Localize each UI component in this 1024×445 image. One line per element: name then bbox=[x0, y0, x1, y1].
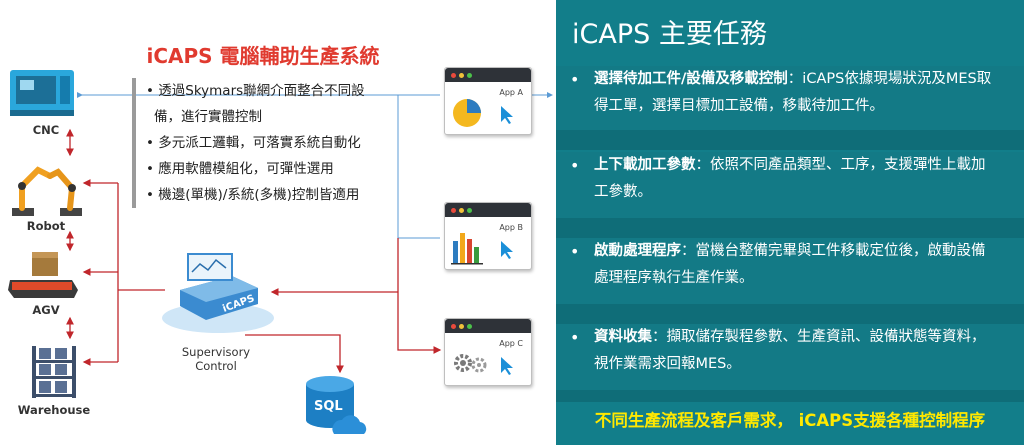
bullet-dot: • bbox=[570, 328, 580, 347]
cursor-icon bbox=[501, 241, 513, 259]
pie-chart-icon bbox=[453, 99, 481, 127]
task-item: • 資料收集：擷取儲存製程參數、生產資訊、設備狀態等資料，視作業需求回報MES。 bbox=[556, 324, 1024, 390]
task-body: ：當機台整備完畢與工件移載定位後，啟動設備處理程序執行生產作業。 bbox=[594, 243, 986, 286]
robot-arm-icon bbox=[12, 166, 82, 216]
panel-footer: 不同生產流程及客戶需求， iCAPS支援各種控制程序 bbox=[556, 402, 1024, 445]
agv-icon bbox=[8, 252, 78, 298]
panel-title: iCAPS 主要任務 bbox=[572, 19, 767, 50]
app-window-b[interactable]: App B bbox=[444, 202, 532, 270]
device-label-robot: Robot bbox=[26, 219, 66, 233]
device-label-agv: AGV bbox=[32, 303, 60, 317]
bullet-dot: • bbox=[570, 70, 580, 89]
gear-icon bbox=[454, 354, 487, 373]
panel-divider bbox=[556, 130, 1024, 150]
task-body: ：iCAPS依據現場狀況及MES取得工單，選擇目標加工設備，移載待加工件。 bbox=[594, 71, 992, 114]
cnc-machine-icon bbox=[10, 70, 74, 116]
task-item: • 上下載加工參數：依照不同產品類型、工序，支援彈性上載加工參數。 bbox=[556, 152, 1024, 218]
task-body: ：擷取儲存製程參數、生產資訊、設備狀態等資料，視作業需求回報MES。 bbox=[594, 329, 986, 372]
task-item: • 選擇待加工件/設備及移載控制：iCAPS依據現場狀況及MES取得工單，選擇目… bbox=[556, 66, 1024, 130]
panel-divider bbox=[556, 218, 1024, 238]
feature-bullet: • 多元派工邏輯，可落實系統自動化 bbox=[146, 135, 361, 151]
device-label-warehouse: Warehouse bbox=[17, 403, 91, 417]
feature-bullets: • 透過Skymars聯網介面整合不同設 備，進行實體控制 • 多元派工邏輯，可… bbox=[132, 78, 421, 208]
feature-bullet: 備，進行實體控制 bbox=[154, 109, 262, 125]
panel-divider bbox=[556, 304, 1024, 324]
app-window-c[interactable]: App C bbox=[444, 318, 532, 386]
supervisory-label-line2: Control bbox=[195, 359, 237, 373]
supervisory-label-line1: Supervisory bbox=[181, 345, 251, 359]
cursor-icon bbox=[501, 357, 513, 375]
app-name-b: App B bbox=[499, 223, 523, 232]
supervisory-label: Supervisory Control bbox=[166, 345, 266, 373]
task-body: ：依照不同產品類型、工序，支援彈性上載加工參數。 bbox=[594, 157, 986, 200]
app-name-c: App C bbox=[499, 339, 523, 348]
sql-label: SQL bbox=[314, 399, 343, 414]
sql-database-icon: SQL bbox=[306, 376, 367, 434]
feature-bullet: • 機邊(單機)/系統(多機)控制皆適用 bbox=[146, 187, 360, 203]
diagram-title: iCAPS 電腦輔助生產系統 bbox=[146, 44, 380, 68]
supervisory-controller-icon: iCAPS bbox=[162, 253, 274, 333]
task-heading: 上下載加工參數 bbox=[594, 157, 696, 173]
app-name-a: App A bbox=[499, 88, 523, 97]
panel-divider bbox=[556, 390, 1024, 402]
warehouse-rack-icon bbox=[32, 346, 76, 398]
task-heading: 選擇待加工件/設備及移載控制 bbox=[594, 71, 788, 87]
task-heading: 資料收集 bbox=[594, 329, 652, 345]
feature-bullet: • 應用軟體模組化，可彈性選用 bbox=[146, 161, 334, 177]
bullet-dot: • bbox=[570, 242, 580, 261]
device-label-cnc: CNC bbox=[32, 123, 60, 137]
bullet-dot: • bbox=[570, 156, 580, 175]
feature-bullet: • 透過Skymars聯網介面整合不同設 bbox=[146, 83, 365, 99]
bar-chart-icon bbox=[451, 233, 483, 265]
task-item: • 啟動處理程序：當機台整備完畢與工件移載定位後，啟動設備處理程序執行生產作業。 bbox=[556, 238, 1024, 304]
app-window-a[interactable]: App A bbox=[444, 67, 532, 135]
task-heading: 啟動處理程序 bbox=[594, 243, 681, 259]
cursor-icon bbox=[501, 106, 513, 124]
